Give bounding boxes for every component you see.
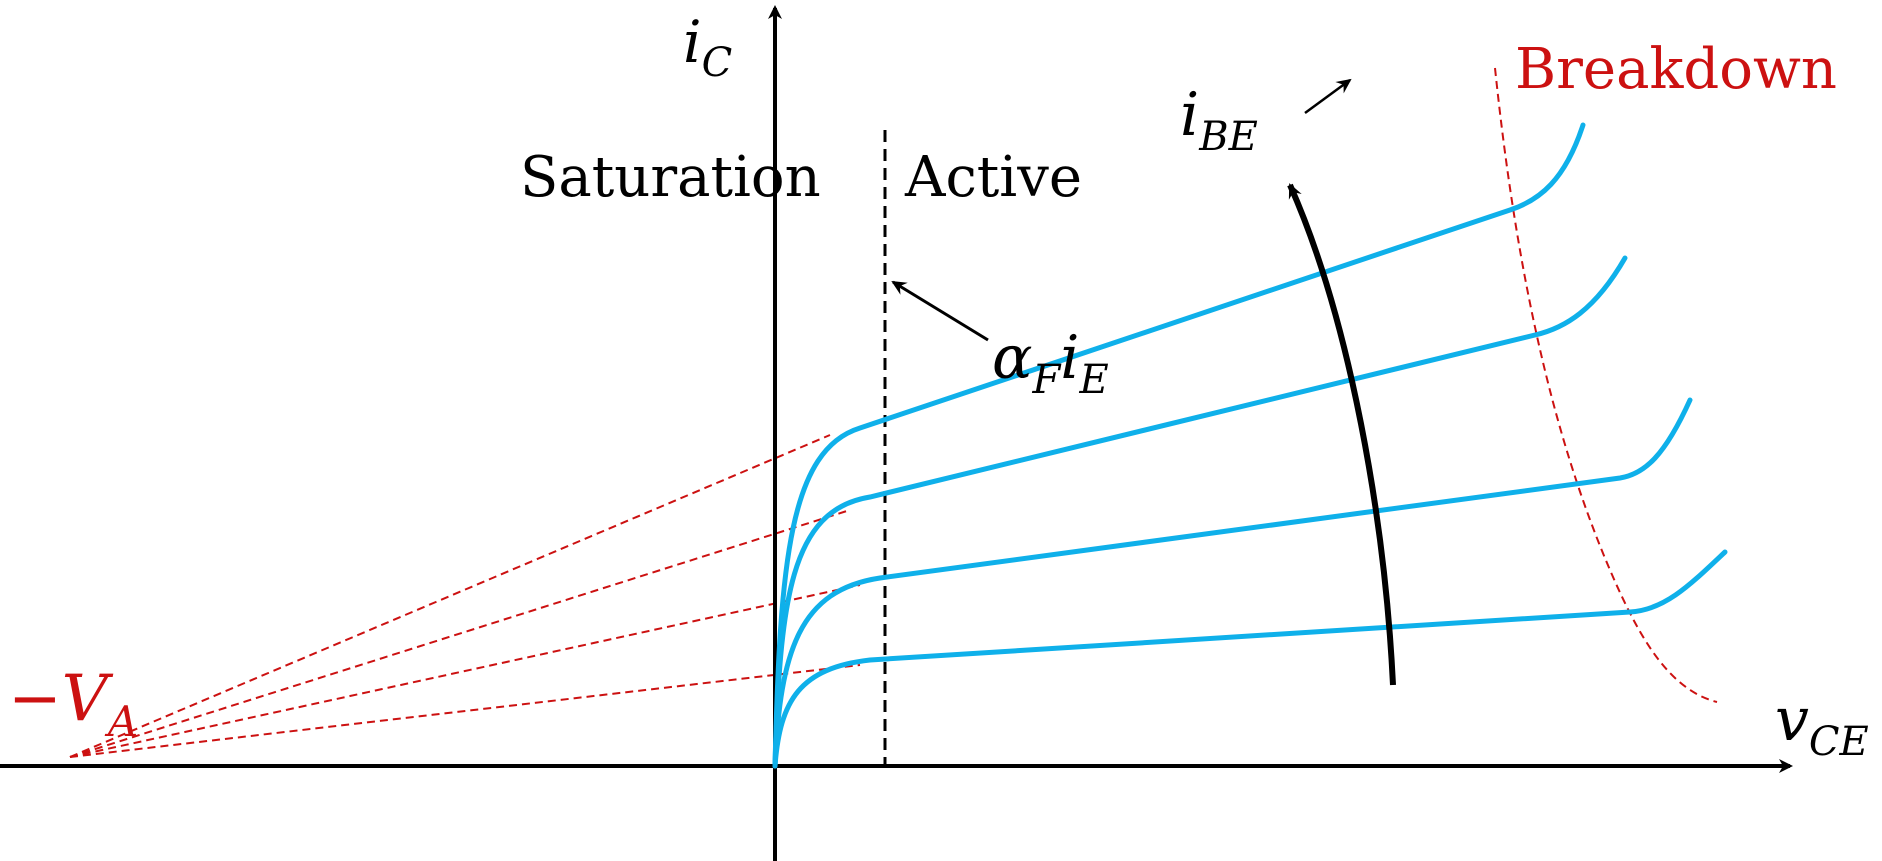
early-voltage-lines bbox=[69, 434, 861, 758]
x-axis-label: vCE bbox=[1775, 685, 1869, 765]
ibe-label: iBE bbox=[1180, 80, 1258, 160]
saturation-label: Saturation bbox=[520, 145, 821, 210]
breakdown-curve bbox=[1494, 67, 1718, 703]
alpha-f-ie-label: αFiE bbox=[992, 323, 1109, 403]
ic-curve-2 bbox=[772, 255, 1628, 769]
ic-curve-1 bbox=[772, 122, 1586, 769]
ic-curve-3 bbox=[772, 397, 1693, 769]
ic-curves bbox=[772, 122, 1728, 769]
early-line-2 bbox=[69, 509, 851, 758]
early-voltage-label: −VA bbox=[8, 662, 138, 746]
early-line-3 bbox=[69, 584, 861, 758]
increasing-ibe-arrow bbox=[1287, 183, 1396, 686]
ibe-small-arrow bbox=[1304, 78, 1352, 115]
ic-curve-4 bbox=[772, 549, 1728, 769]
y-axis-label: iC bbox=[683, 8, 732, 86]
early-line-4 bbox=[69, 664, 861, 758]
alpha-pointer-arrow bbox=[891, 280, 989, 342]
active-label: Active bbox=[904, 145, 1082, 210]
breakdown-label: Breakdown bbox=[1515, 37, 1837, 102]
early-line-1 bbox=[69, 434, 831, 758]
